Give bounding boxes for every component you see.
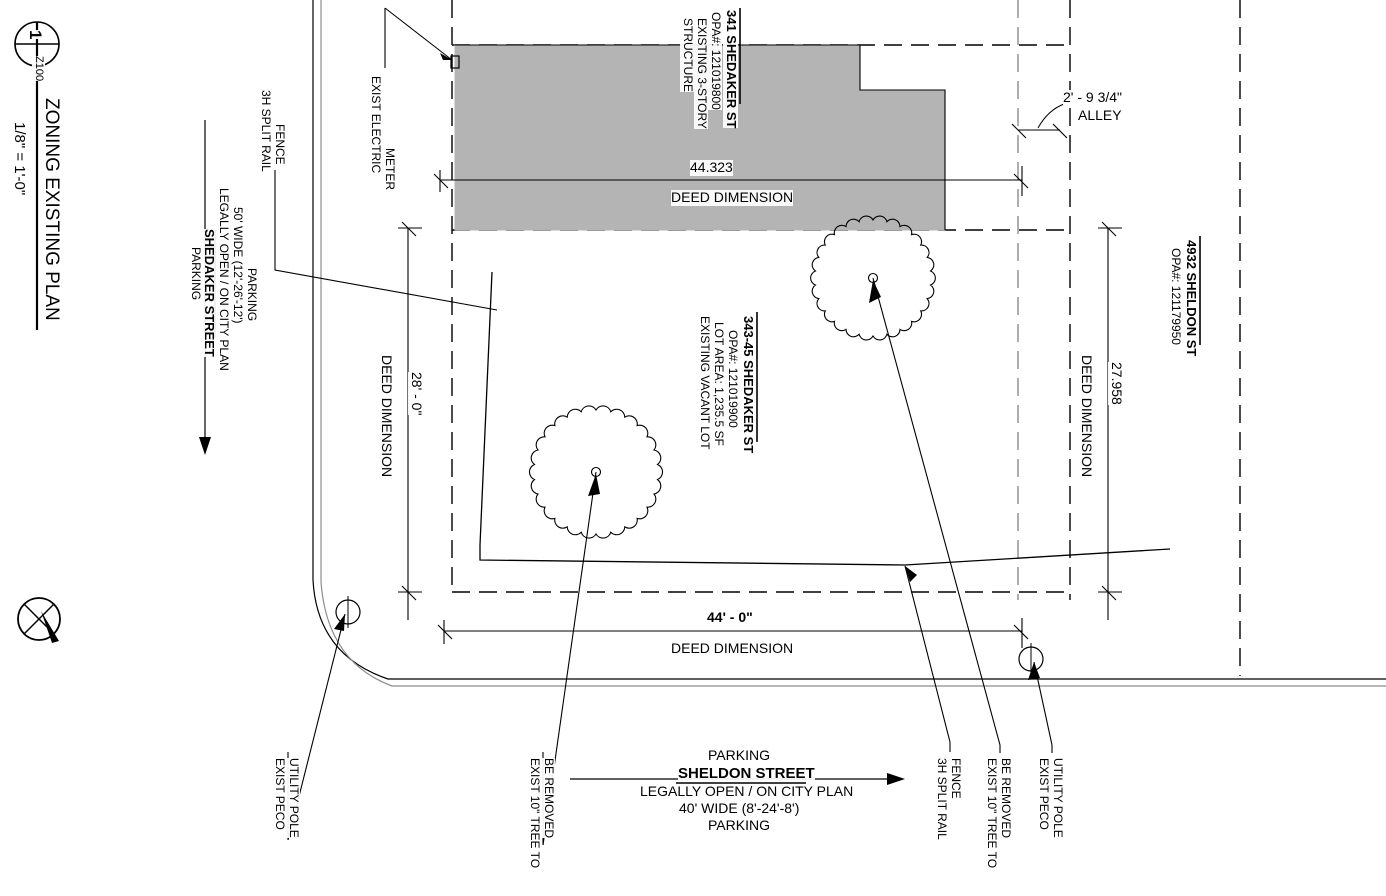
- electric-meter-label-2: METER: [382, 148, 397, 190]
- shedaker-width: 50' WIDE (12'-26'-12'): [230, 207, 245, 324]
- parcel-343-address: 343-45 SHEDAKER ST: [740, 316, 756, 454]
- page-title: ZONING EXISTING PLAN: [40, 98, 62, 321]
- tree-right-label-1: EXIST 10" TREE TO: [984, 758, 999, 869]
- sheldon-width: 40' WIDE (8'-24'-8'): [679, 800, 800, 817]
- tree-left-label-2: BE REMOVED: [541, 758, 556, 839]
- shedaker-status: LEGALLY OPEN / ON CITY PLAN: [216, 188, 231, 371]
- fence-south-label-2: FENCE: [948, 758, 963, 799]
- sheldon-status: LEGALLY OPEN / ON CITY PLAN: [640, 783, 854, 800]
- dim-bottom-caption: DEED DIMENSION: [671, 640, 794, 657]
- sheldon-parking-bottom: PARKING: [708, 817, 770, 834]
- parcel-4932-opa: OPA#: 121179950: [1168, 248, 1183, 345]
- dim-alley-value: 2' - 9 3/4": [1063, 89, 1123, 106]
- pole-right-label-2: UTILITY POLE: [1050, 758, 1065, 838]
- dim-alley-caption: ALLEY: [1078, 107, 1122, 124]
- drawing-scale: 1/8" = 1'-0": [10, 122, 28, 196]
- dimension-lines: [398, 103, 1122, 648]
- parcel-341-opa: OPA#: 121019800: [708, 12, 723, 110]
- pole-left-label-2: UTILITY POLE: [286, 758, 301, 838]
- electric-meter-label-1: EXIST ELECTRIC: [368, 76, 383, 174]
- parcel-341-note-1: EXISTING 3-STORY: [694, 18, 709, 129]
- parcel-343-note: EXISTING VACANT LOT: [697, 316, 712, 450]
- parcel-341-note-2: STRUCTURE: [680, 18, 695, 92]
- parcel-343-lot-area: LOT AREA: 1,235.5 SF: [711, 322, 726, 446]
- pole-left-label-1: EXIST PECO: [272, 758, 287, 830]
- split-rail-fence-south: [479, 545, 1171, 752]
- tree-symbol-right: [810, 215, 1001, 753]
- sheldon-street-name: SHELDON STREET: [678, 765, 815, 783]
- tree-right-label-2: BE REMOVED: [998, 758, 1013, 839]
- parcel-4932-address: 4932 SHELDON ST: [1183, 240, 1199, 357]
- pole-right-label-1: EXIST PECO: [1036, 758, 1051, 830]
- fence-south-label-1: 3H SPLIT RAIL: [934, 758, 949, 840]
- dim-right-value: 27.958: [1108, 362, 1125, 405]
- shedaker-street-name: SHEDAKER STREET: [201, 229, 217, 357]
- electric-meter-symbol: [384, 7, 460, 69]
- dim-left-value: 28' - 0": [408, 372, 425, 416]
- utility-pole-right: [1018, 643, 1053, 753]
- existing-structure-341: [454, 44, 946, 231]
- dim-top-caption: DEED DIMENSION: [671, 189, 794, 206]
- detail-number: 1: [25, 30, 45, 40]
- tree-left-label-1: EXIST 10" TREE TO: [527, 758, 542, 869]
- dim-bottom-value: 44' - 0": [707, 609, 753, 626]
- fence-north-label-2: FENCE: [272, 124, 287, 165]
- sheldon-parking-top: PARKING: [708, 747, 770, 764]
- dim-left-caption: DEED DIMENSION: [378, 355, 395, 478]
- dim-top-value: 44.323: [690, 159, 733, 176]
- split-rail-fence-north: [274, 170, 498, 546]
- north-arrow-icon: [17, 597, 61, 643]
- fence-north-label-1: 3H SPLIT RAIL: [258, 90, 273, 172]
- sheet-number: Z100: [32, 56, 45, 82]
- dim-right-caption: DEED DIMENSION: [1078, 355, 1095, 478]
- parcel-343-opa: OPA#: 121019900: [725, 330, 740, 428]
- shedaker-parking-top: PARKING: [188, 247, 203, 301]
- parcel-341-address: 341 SHEDAKER ST: [723, 10, 739, 129]
- shedaker-parking-bottom: PARKING: [244, 268, 259, 322]
